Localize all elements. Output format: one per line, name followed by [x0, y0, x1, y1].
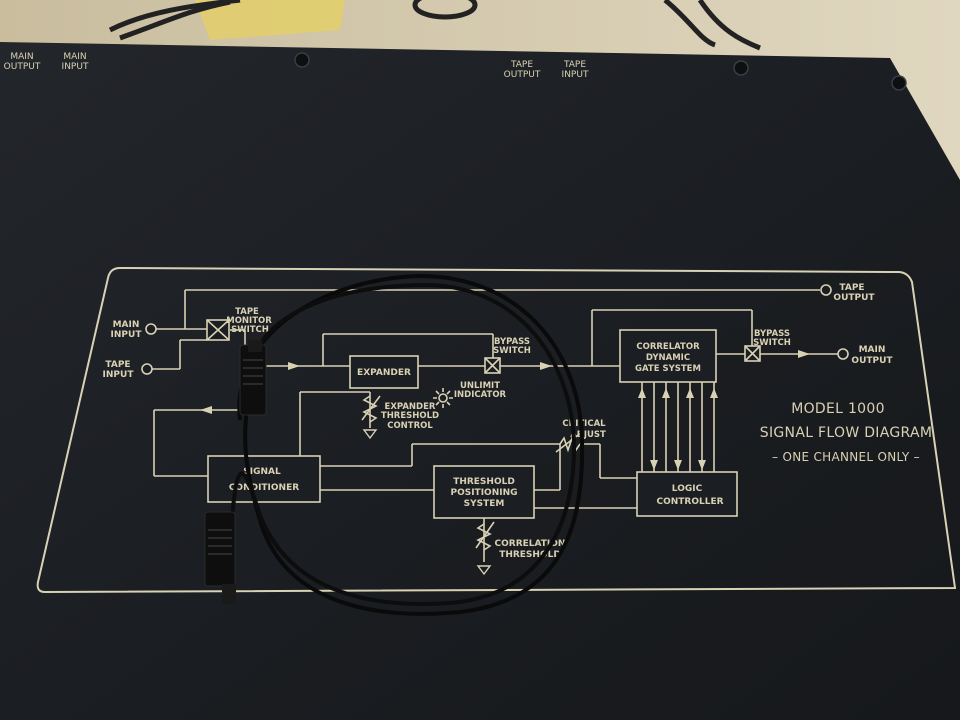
label-threshold-positioning-system: THRESHOLD POSITIONING SYSTEM: [450, 477, 517, 509]
signal-lines: [141, 284, 849, 509]
svg-text:GATE SYSTEM: GATE SYSTEM: [635, 364, 701, 374]
svg-text:MONITOR: MONITOR: [226, 316, 272, 326]
svg-text:OUTPUT: OUTPUT: [504, 70, 541, 80]
svg-text:MAIN: MAIN: [859, 345, 886, 355]
svg-text:MAIN: MAIN: [10, 52, 33, 62]
svg-text:INPUT: INPUT: [111, 330, 143, 340]
tape-monitor-switch-symbol: [206, 319, 230, 341]
bypass-switch-symbol: [744, 345, 761, 362]
svg-text:ADJUST: ADJUST: [570, 430, 606, 440]
svg-text:SIGNAL: SIGNAL: [243, 467, 281, 477]
label-correlation-threshold: CORRELATION THRESHOLD: [495, 539, 566, 560]
cable-connector-bottom: [204, 511, 236, 604]
rear-label-main-input: MAIN INPUT: [62, 52, 89, 72]
logic-controller-block: [636, 471, 738, 517]
svg-text:CORRELATION: CORRELATION: [495, 539, 566, 549]
potentiometer-icon: [475, 518, 495, 576]
svg-text:OUTPUT: OUTPUT: [833, 293, 875, 303]
potentiometer-icon: [361, 392, 381, 440]
svg-text:SYSTEM: SYSTEM: [464, 499, 505, 509]
svg-text:CONTROL: CONTROL: [387, 421, 433, 431]
svg-text:CONDITIONER: CONDITIONER: [229, 483, 299, 493]
svg-text:TAPE: TAPE: [839, 283, 864, 293]
screw-icon: [294, 52, 310, 68]
svg-text:TAPE: TAPE: [563, 60, 586, 70]
label-critical-adjust: CRITICAL ADJUST: [562, 419, 606, 440]
svg-text:INPUT: INPUT: [562, 70, 589, 80]
background-wires: [108, 0, 761, 51]
rear-label-tape-output: TAPE OUTPUT: [504, 60, 541, 80]
label-signal-conditioner: SIGNAL CONDITIONER: [229, 467, 299, 493]
svg-text:CONTROLLER: CONTROLLER: [656, 497, 723, 507]
label-correlator: CORRELATOR DYNAMIC GATE SYSTEM: [635, 342, 701, 374]
svg-text:OUTPUT: OUTPUT: [851, 356, 893, 366]
svg-text:BYPASS: BYPASS: [754, 329, 790, 339]
expander-block: [349, 355, 419, 389]
label-tape-monitor-switch: TAPE MONITOR SWITCH: [226, 307, 272, 335]
svg-text:THRESHOLD: THRESHOLD: [453, 477, 515, 487]
label-expander: EXPANDER: [357, 368, 411, 378]
svg-text:BYPASS: BYPASS: [494, 337, 530, 347]
svg-text:SWITCH: SWITCH: [753, 338, 791, 348]
svg-text:INPUT: INPUT: [103, 370, 135, 380]
svg-text:MAIN: MAIN: [63, 52, 86, 62]
label-expander-threshold-control: EXPANDER THRESHOLD CONTROL: [381, 402, 439, 431]
label-bypass-switch: BYPASS SWITCH: [493, 337, 531, 356]
svg-text:THRESHOLD: THRESHOLD: [499, 550, 561, 560]
label-logic-controller: LOGIC CONTROLLER: [656, 484, 723, 507]
label-main-input: MAIN INPUT: [111, 320, 143, 340]
device-top-panel: [0, 42, 960, 720]
indicator-lamp-icon: [433, 388, 453, 408]
svg-text:UNLIMIT: UNLIMIT: [460, 381, 500, 391]
optical-cable: [226, 273, 585, 616]
cable-connector-top: [239, 340, 267, 416]
rear-label-tape-input: TAPE INPUT: [562, 60, 589, 80]
model-title: MODEL 1000: [791, 401, 885, 417]
rear-label-main-output: MAIN OUTPUT: [4, 52, 41, 72]
svg-text:DYNAMIC: DYNAMIC: [646, 353, 690, 363]
svg-text:TAPE: TAPE: [510, 60, 533, 70]
svg-text:TAPE: TAPE: [235, 307, 259, 317]
label-tape-input: TAPE INPUT: [103, 360, 135, 380]
svg-text:LOGIC: LOGIC: [672, 484, 703, 494]
svg-text:INPUT: INPUT: [62, 62, 89, 72]
signal-conditioner-block: [207, 455, 321, 503]
bypass-switch-symbol: [484, 357, 501, 374]
label-unlimit-indicator: UNLIMIT INDICATOR: [454, 381, 507, 400]
background-cable-loop: [412, 0, 478, 20]
svg-text:MAIN: MAIN: [113, 320, 140, 330]
svg-text:TAPE: TAPE: [105, 360, 130, 370]
diagram-border: [36, 266, 957, 594]
svg-text:SWITCH: SWITCH: [231, 325, 269, 335]
background-tape-roll: [195, 0, 345, 40]
screw-icon: [891, 75, 907, 91]
svg-text:SWITCH: SWITCH: [493, 346, 531, 356]
diagram-note: – ONE CHANNEL ONLY –: [772, 450, 920, 464]
label-bypass-switch: BYPASS SWITCH: [753, 329, 791, 348]
diagram-subtitle: SIGNAL FLOW DIAGRAM: [760, 425, 932, 441]
svg-text:EXPANDER: EXPANDER: [385, 402, 436, 412]
potentiometer-icon: [555, 431, 583, 453]
label-tape-output: TAPE OUTPUT: [833, 283, 875, 303]
svg-text:CRITICAL: CRITICAL: [562, 419, 606, 429]
svg-text:INDICATOR: INDICATOR: [454, 390, 507, 400]
svg-text:THRESHOLD: THRESHOLD: [381, 411, 439, 421]
svg-text:POSITIONING: POSITIONING: [450, 488, 517, 498]
label-main-output: MAIN OUTPUT: [851, 345, 893, 366]
correlator-block: [619, 329, 717, 383]
svg-text:CORRELATOR: CORRELATOR: [636, 342, 700, 352]
svg-text:OUTPUT: OUTPUT: [4, 62, 41, 72]
screw-icon: [733, 60, 749, 76]
